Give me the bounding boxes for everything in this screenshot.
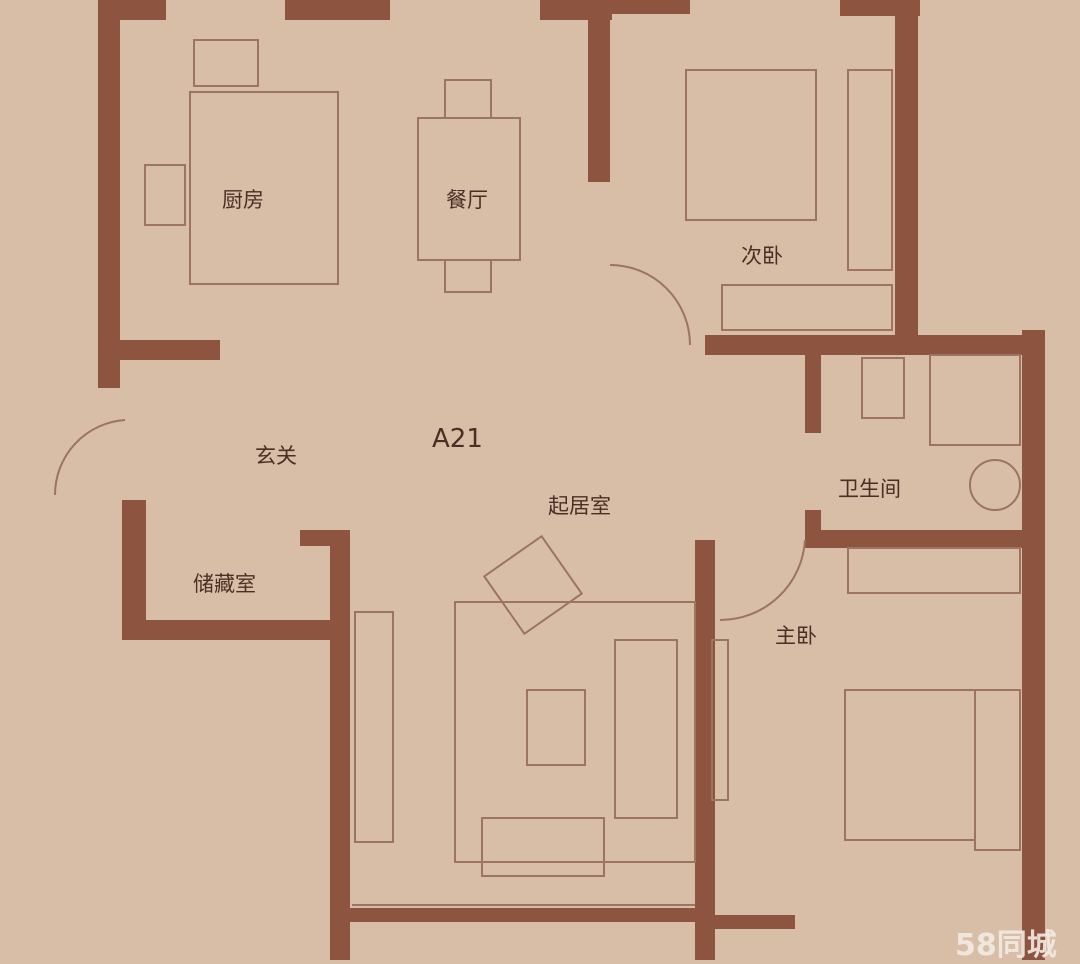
room-label-entrance: 玄关: [255, 444, 297, 468]
room-label-kitchen: 厨房: [222, 188, 264, 212]
room-label-second-bedroom: 次卧: [741, 244, 783, 268]
room-label-master-bedroom: 主卧: [775, 624, 817, 648]
room-label-storage: 储藏室: [193, 572, 256, 596]
walls: [98, 0, 1045, 960]
watermark-logo: 58同城: [955, 928, 1057, 963]
unit-code: A21: [432, 424, 483, 454]
room-label-bathroom: 卫生间: [838, 477, 901, 501]
room-label-living-room: 起居室: [548, 494, 611, 518]
fixtures: [53, 39, 1021, 906]
room-label-dining: 餐厅: [446, 188, 488, 212]
